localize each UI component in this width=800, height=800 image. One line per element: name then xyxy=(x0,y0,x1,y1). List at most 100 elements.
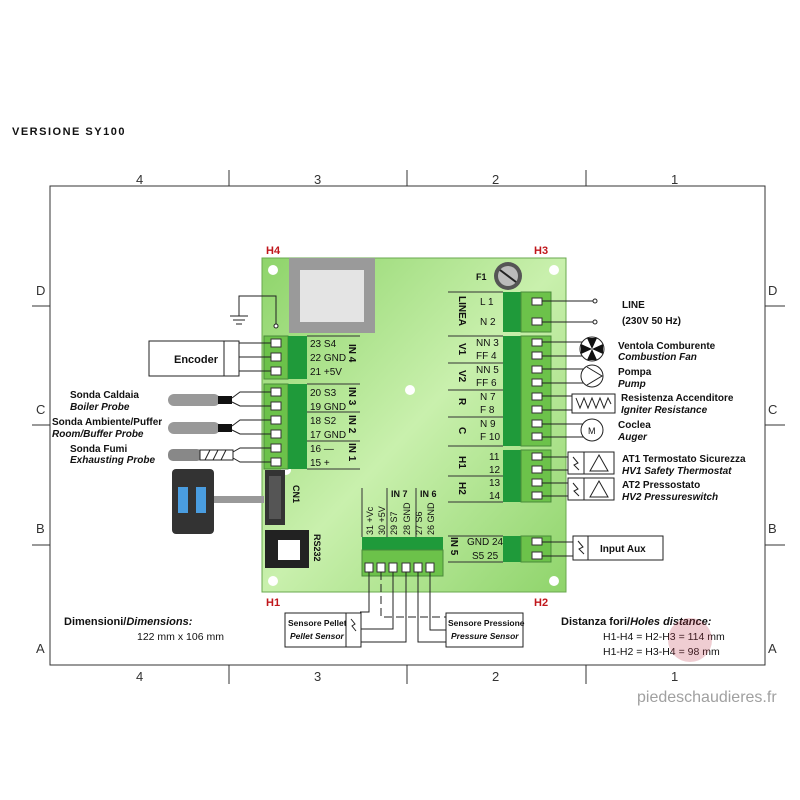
igniter-label-en: Igniter Resistance xyxy=(621,405,708,416)
boiler-probe-label: Sonda Caldaia xyxy=(70,390,139,401)
row-label: B xyxy=(36,521,45,536)
motor-label: M xyxy=(588,426,596,436)
display-cable xyxy=(214,496,264,503)
row-label: A xyxy=(36,641,45,656)
fuse-label: F1 xyxy=(476,272,487,282)
col-label: 3 xyxy=(314,172,321,187)
row-label: D xyxy=(768,283,777,298)
in3-label: IN 3 xyxy=(346,387,357,406)
terminal-30-label: 30 +5V xyxy=(377,506,387,535)
fan-label-en: Combustion Fan xyxy=(618,352,697,363)
h1-label: H1 xyxy=(456,456,467,469)
terminal-18-label: 18 S2 xyxy=(310,416,337,427)
terminal-15-label: 15 + xyxy=(310,458,330,469)
ground-wire xyxy=(238,295,277,325)
in2-label: IN 2 xyxy=(346,415,357,434)
terminal-10-label: F 10 xyxy=(480,432,500,443)
terminal-13-label: 13 xyxy=(489,478,501,489)
h2-label: H2 xyxy=(456,482,467,495)
bottom-terminal-block xyxy=(361,488,444,577)
rs232-label: RS232 xyxy=(312,534,322,562)
v2-label: V2 xyxy=(456,370,467,383)
left-terminal-labels: 23 S4 22 GND 21 +5V 20 S3 19 GND 18 S2 1… xyxy=(310,339,357,469)
terminal-9-label: N 9 xyxy=(480,419,496,430)
line-wires xyxy=(542,300,594,323)
line-spec-label: (230V 50 Hz) xyxy=(622,316,681,327)
terminal-16-label: 16 — xyxy=(310,444,334,455)
col-label: 2 xyxy=(492,172,499,187)
display-module xyxy=(172,469,214,534)
warning-icon xyxy=(589,479,609,498)
linea-label: LINEA xyxy=(456,296,467,326)
pump-label: Pompa xyxy=(618,367,652,378)
auger-label-en: Auger xyxy=(617,432,648,443)
terminal-26-label: 26 GND xyxy=(426,502,436,535)
terminal-28-label: 28 GND xyxy=(402,502,412,535)
right-terminal-labels: LINEA V1 V2 R C H1 H2 IN 5 L 1 N 2 NN 3 … xyxy=(448,296,504,562)
safety-thermostat-icon xyxy=(567,451,615,475)
terminal-19-label: 19 GND xyxy=(310,402,346,413)
at1-label: AT1 Termostato Sicurezza xyxy=(622,454,746,465)
col-label: 1 xyxy=(671,172,678,187)
terminal-23-label: 23 S4 xyxy=(310,339,337,350)
dimensions-heading: Dimensioni/Dimensions: xyxy=(64,616,193,628)
col-label: 2 xyxy=(492,669,499,684)
terminal-29-label: 29 S7 xyxy=(389,511,399,535)
holes-distance-heading: Distanza fori/Holes distance: xyxy=(561,616,712,628)
c-label: C xyxy=(456,427,467,434)
terminal-14-label: 14 xyxy=(489,491,501,502)
terminal-24-label: GND 24 xyxy=(467,537,504,548)
holes-distance-line1: H1-H4 = H2-H3 = 114 mm xyxy=(603,631,725,643)
bottom-sensor-wires xyxy=(360,572,446,643)
watermark-logo xyxy=(668,618,712,662)
cn1-label: CN1 xyxy=(291,485,301,503)
pressure-switch-icon xyxy=(567,477,615,501)
at2-label: AT2 Pressostato xyxy=(622,480,700,491)
row-label: C xyxy=(36,402,45,417)
terminal-17-label: 17 GND xyxy=(310,430,346,441)
fan-label: Ventola Comburente xyxy=(618,341,716,352)
pellet-sensor-label: Sensore Pellet xyxy=(288,618,347,628)
warning-icon xyxy=(589,453,609,472)
hole-h1-label: H1 xyxy=(266,597,280,609)
row-label: D xyxy=(36,283,45,298)
terminal-7-label: N 7 xyxy=(480,392,496,403)
dimensions-value: 122 mm x 106 mm xyxy=(137,631,224,643)
row-label: A xyxy=(768,641,777,656)
hole-h4-label: H4 xyxy=(266,245,281,257)
row-label: C xyxy=(768,402,777,417)
terminal-6-label: FF 6 xyxy=(476,378,497,389)
encoder-label: Encoder xyxy=(174,354,219,366)
pressure-sensor-label-en: Pressure Sensor xyxy=(451,631,519,641)
frame-ticks xyxy=(32,170,785,684)
line-label: LINE xyxy=(622,300,645,311)
bottom-terminal-labels: IN 7 IN 6 31 +Vc 30 +5V 29 S7 28 GND 27 … xyxy=(365,489,437,535)
terminal-12-label: 12 xyxy=(489,465,501,476)
terminal-22-label: 22 GND xyxy=(310,353,346,364)
at1-label-en: HV1 Safety Thermostat xyxy=(622,466,732,477)
at2-label-en: HV2 Pressureswitch xyxy=(622,492,718,503)
fumes-probe-label-en: Exhausting Probe xyxy=(70,455,155,466)
fumes-probe-label: Sonda Fumi xyxy=(70,444,127,455)
fumes-probe xyxy=(168,447,271,463)
terminal-8-label: F 8 xyxy=(480,405,495,416)
ground-icon xyxy=(230,315,248,325)
terminal-4-label: FF 4 xyxy=(476,351,497,362)
hole-h2-label: H2 xyxy=(534,597,548,609)
diagram-title: VERSIONE SY100 xyxy=(12,126,126,138)
pressure-sensor-box xyxy=(445,612,524,648)
terminal-11-label: 11 xyxy=(489,452,500,463)
v1-label: V1 xyxy=(456,343,467,356)
terminal-2-label: N 2 xyxy=(480,317,496,328)
room-probe-label-en: Room/Buffer Probe xyxy=(52,429,144,440)
watermark-text: piedeschaudieres.fr xyxy=(637,689,777,706)
in6-label: IN 6 xyxy=(420,489,437,499)
input-aux-label: Input Aux xyxy=(600,544,646,555)
boiler-probe xyxy=(168,391,271,407)
terminal-31-label: 31 +Vc xyxy=(365,506,375,535)
in1-label: IN 1 xyxy=(346,443,357,462)
hole-h3-label: H3 xyxy=(534,245,548,257)
motor-icon xyxy=(580,418,604,442)
r-label: R xyxy=(456,398,467,406)
terminal-27-label: 27 S6 xyxy=(414,511,424,535)
